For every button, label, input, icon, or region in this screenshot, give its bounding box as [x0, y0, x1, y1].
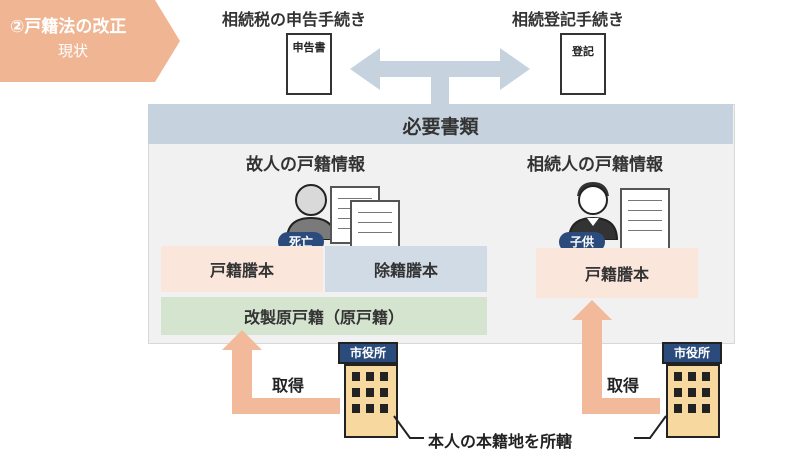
tax-return-document-icon: 申告書 — [286, 33, 332, 95]
registration-document-icon: 登記 — [560, 33, 606, 95]
double-arrow-icon — [350, 48, 530, 106]
left-city-hall-building-icon — [344, 364, 398, 438]
removed-register-box: 除籍謄本 — [325, 246, 487, 292]
required-docs-title: 必要書類 — [402, 116, 479, 138]
right-city-hall-building-icon — [666, 364, 720, 438]
heir-copy-box: 戸籍謄本 — [536, 248, 698, 298]
section-tag-subtitle: 現状 — [58, 42, 89, 60]
deceased-heading: 故人の戸籍情報 — [246, 155, 365, 175]
registration-procedure-label: 相続登記手続き — [512, 10, 625, 29]
required-docs-header — [148, 104, 733, 144]
deceased-copy-box: 戸籍謄本 — [161, 246, 323, 292]
deceased-register-sheet-icon-2 — [350, 200, 400, 254]
right-obtain-arrow — [572, 300, 660, 414]
heir-heading: 相続人の戸籍情報 — [527, 155, 663, 175]
registration-doc-text: 登記 — [572, 45, 594, 58]
tax-return-doc-text: 申告書 — [292, 41, 326, 54]
heir-register-sheet-icon — [620, 188, 670, 250]
heir-person-icon — [567, 182, 619, 240]
left-city-hall-sign: 市役所 — [338, 342, 398, 364]
jurisdiction-note: 本人の本籍地を所轄 — [428, 432, 573, 451]
section-tag-title: ②戸籍法の改正 — [10, 17, 127, 37]
section-tag — [0, 0, 180, 82]
heir-badge: 子供 — [559, 232, 605, 252]
office-connector-lines — [393, 415, 667, 439]
left-obtain-arrow — [222, 330, 340, 414]
right-obtain-label: 取得 — [607, 376, 640, 395]
tax-procedure-label: 相続税の申告手続き — [222, 10, 367, 29]
right-city-hall-sign: 市役所 — [662, 342, 722, 364]
original-register-box: 改製原戸籍（原戸籍） — [161, 297, 487, 335]
left-obtain-label: 取得 — [272, 376, 305, 395]
